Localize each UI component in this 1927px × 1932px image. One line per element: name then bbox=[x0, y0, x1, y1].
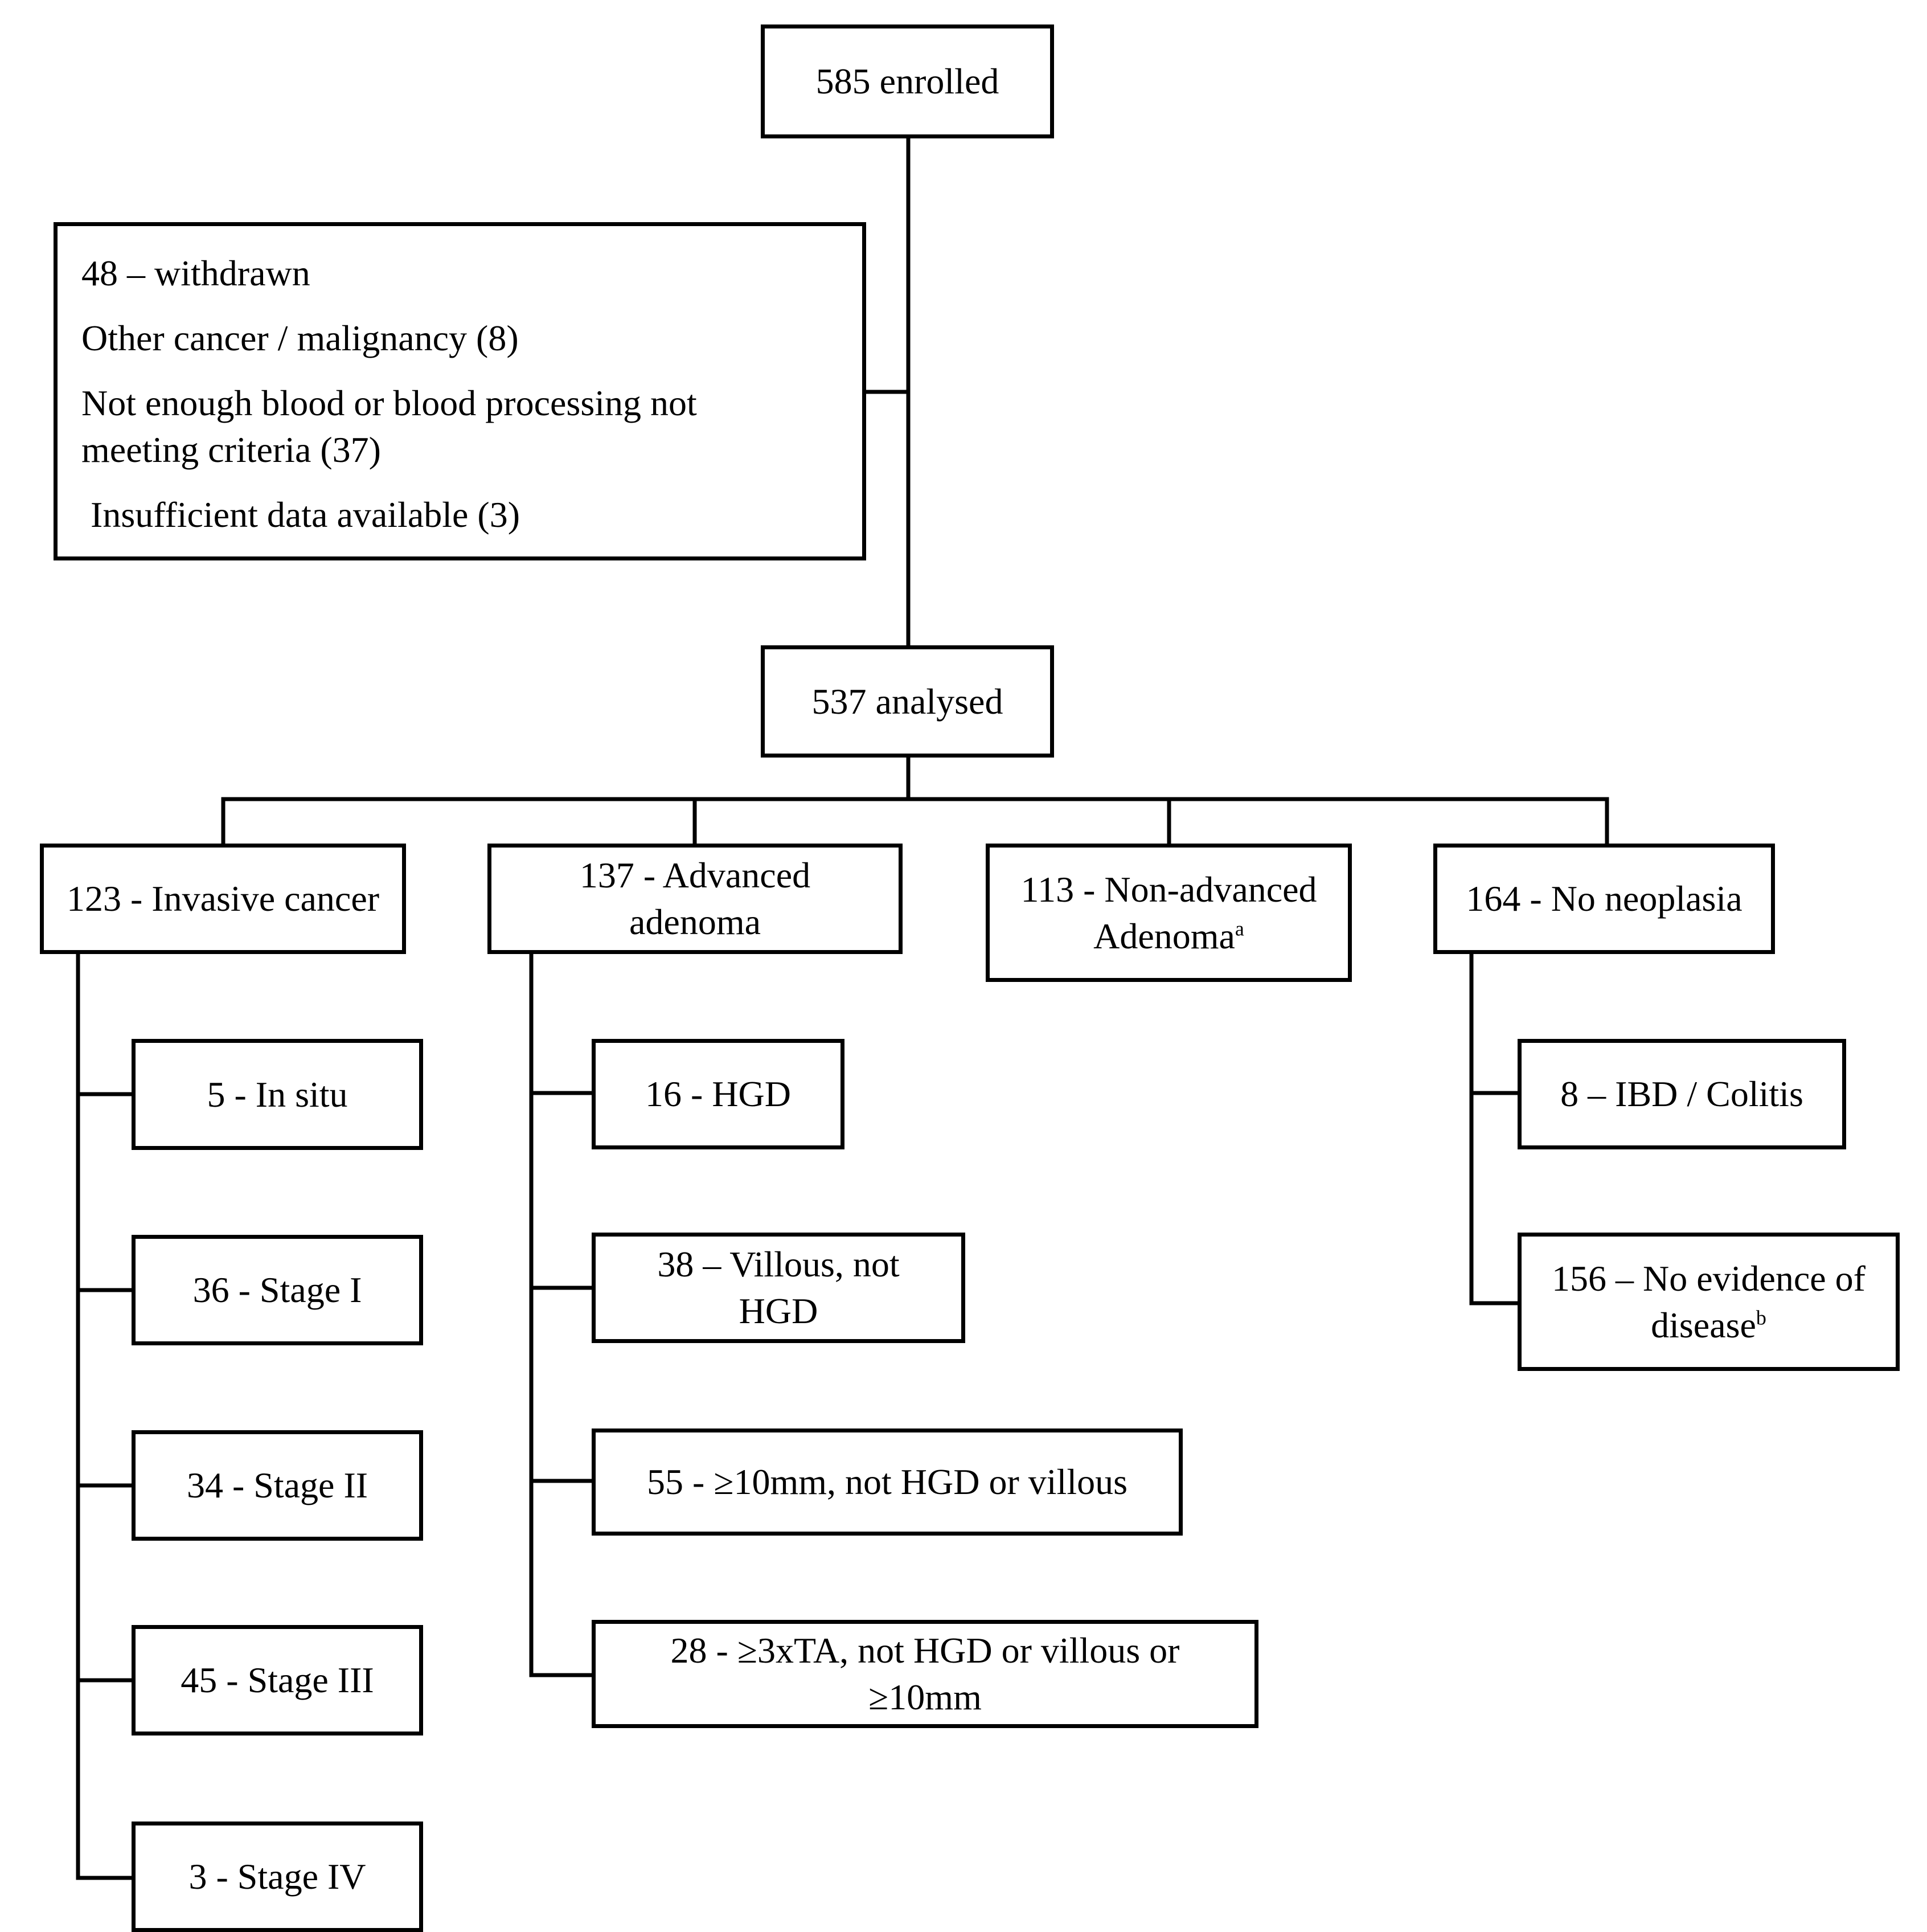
subgroup-stage-4: 3 - Stage IV bbox=[132, 1822, 423, 1932]
analysed-label: 537 analysed bbox=[811, 681, 1003, 722]
subgroup-stage-3-label: 45 - Stage III bbox=[181, 1660, 374, 1700]
withdrawn-reason-blood-line2: meeting criteria (37) bbox=[81, 429, 381, 470]
group-non-advanced-adenoma: 113 - Non-advanced Adenomaa bbox=[986, 844, 1352, 982]
subgroup-in-situ-label: 5 - In situ bbox=[207, 1074, 348, 1115]
subgroup-villous: 38 – Villous, not HGD bbox=[592, 1233, 965, 1343]
subgroup-in-situ: 5 - In situ bbox=[132, 1039, 423, 1150]
subgroup-size: 55 - ≥10mm, not HGD or villous bbox=[592, 1428, 1183, 1536]
withdrawn-reason-blood-line1: Not enough blood or blood processing not bbox=[81, 383, 697, 423]
enrolled-box: 585 enrolled bbox=[761, 24, 1054, 138]
subgroup-stage-2: 34 - Stage II bbox=[132, 1430, 423, 1541]
subgroup-stage-3: 45 - Stage III bbox=[132, 1625, 423, 1735]
subgroup-villous-line1: 38 – Villous, not bbox=[657, 1244, 900, 1284]
group-noneoplasia-label: 164 - No neoplasia bbox=[1466, 878, 1742, 919]
subgroup-multiple-ta-line1: 28 - ≥3xTA, not HGD or villous or bbox=[670, 1630, 1180, 1671]
group-invasive-label: 123 - Invasive cancer bbox=[66, 878, 380, 919]
analysed-box: 537 analysed bbox=[761, 645, 1054, 758]
subgroup-multiple-ta-line2: ≥10mm bbox=[868, 1677, 982, 1717]
footnote-marker-b: b bbox=[1756, 1306, 1766, 1329]
withdrawn-title: 48 – withdrawn bbox=[81, 253, 310, 293]
subgroup-ibd-colitis: 8 – IBD / Colitis bbox=[1518, 1039, 1846, 1149]
subgroup-villous-line2: HGD bbox=[739, 1291, 818, 1331]
subgroup-no-evidence-of-disease: 156 – No evidence of diseaseb bbox=[1518, 1233, 1900, 1371]
subgroup-stage-2-label: 34 - Stage II bbox=[186, 1465, 368, 1505]
withdrawn-reason-insufficient: Insufficient data available (3) bbox=[91, 494, 520, 535]
subgroup-multiple-ta: 28 - ≥3xTA, not HGD or villous or ≥10mm bbox=[592, 1620, 1258, 1728]
footnote-marker-a: a bbox=[1235, 917, 1244, 940]
group-advanced-line2: adenoma bbox=[629, 902, 761, 942]
withdrawn-box: 48 – withdrawn Other cancer / malignancy… bbox=[54, 222, 866, 560]
group-nonadvanced-line1: 113 - Non-advanced bbox=[1020, 869, 1317, 910]
subgroup-ned-line2: disease bbox=[1651, 1304, 1756, 1345]
group-invasive-cancer: 123 - Invasive cancer bbox=[40, 844, 406, 954]
subgroup-ibd-label: 8 – IBD / Colitis bbox=[1560, 1074, 1803, 1114]
group-no-neoplasia: 164 - No neoplasia bbox=[1433, 844, 1775, 954]
subgroup-stage-4-label: 3 - Stage IV bbox=[188, 1856, 366, 1897]
group-advanced-line1: 137 - Advanced bbox=[579, 855, 811, 895]
subgroup-size-label: 55 - ≥10mm, not HGD or villous bbox=[647, 1462, 1128, 1502]
withdrawn-reason-other-cancer: Other cancer / malignancy (8) bbox=[81, 318, 519, 358]
subgroup-stage-1-label: 36 - Stage I bbox=[192, 1270, 362, 1310]
subgroup-ned-line1: 156 – No evidence of bbox=[1552, 1258, 1866, 1299]
group-nonadvanced-line2: Adenoma bbox=[1093, 915, 1235, 956]
subgroup-hgd-label: 16 - HGD bbox=[645, 1074, 791, 1114]
subgroup-stage-1: 36 - Stage I bbox=[132, 1235, 423, 1345]
enrolled-label: 585 enrolled bbox=[815, 61, 999, 101]
subgroup-hgd: 16 - HGD bbox=[592, 1039, 844, 1149]
group-advanced-adenoma: 137 - Advanced adenoma bbox=[487, 844, 903, 954]
